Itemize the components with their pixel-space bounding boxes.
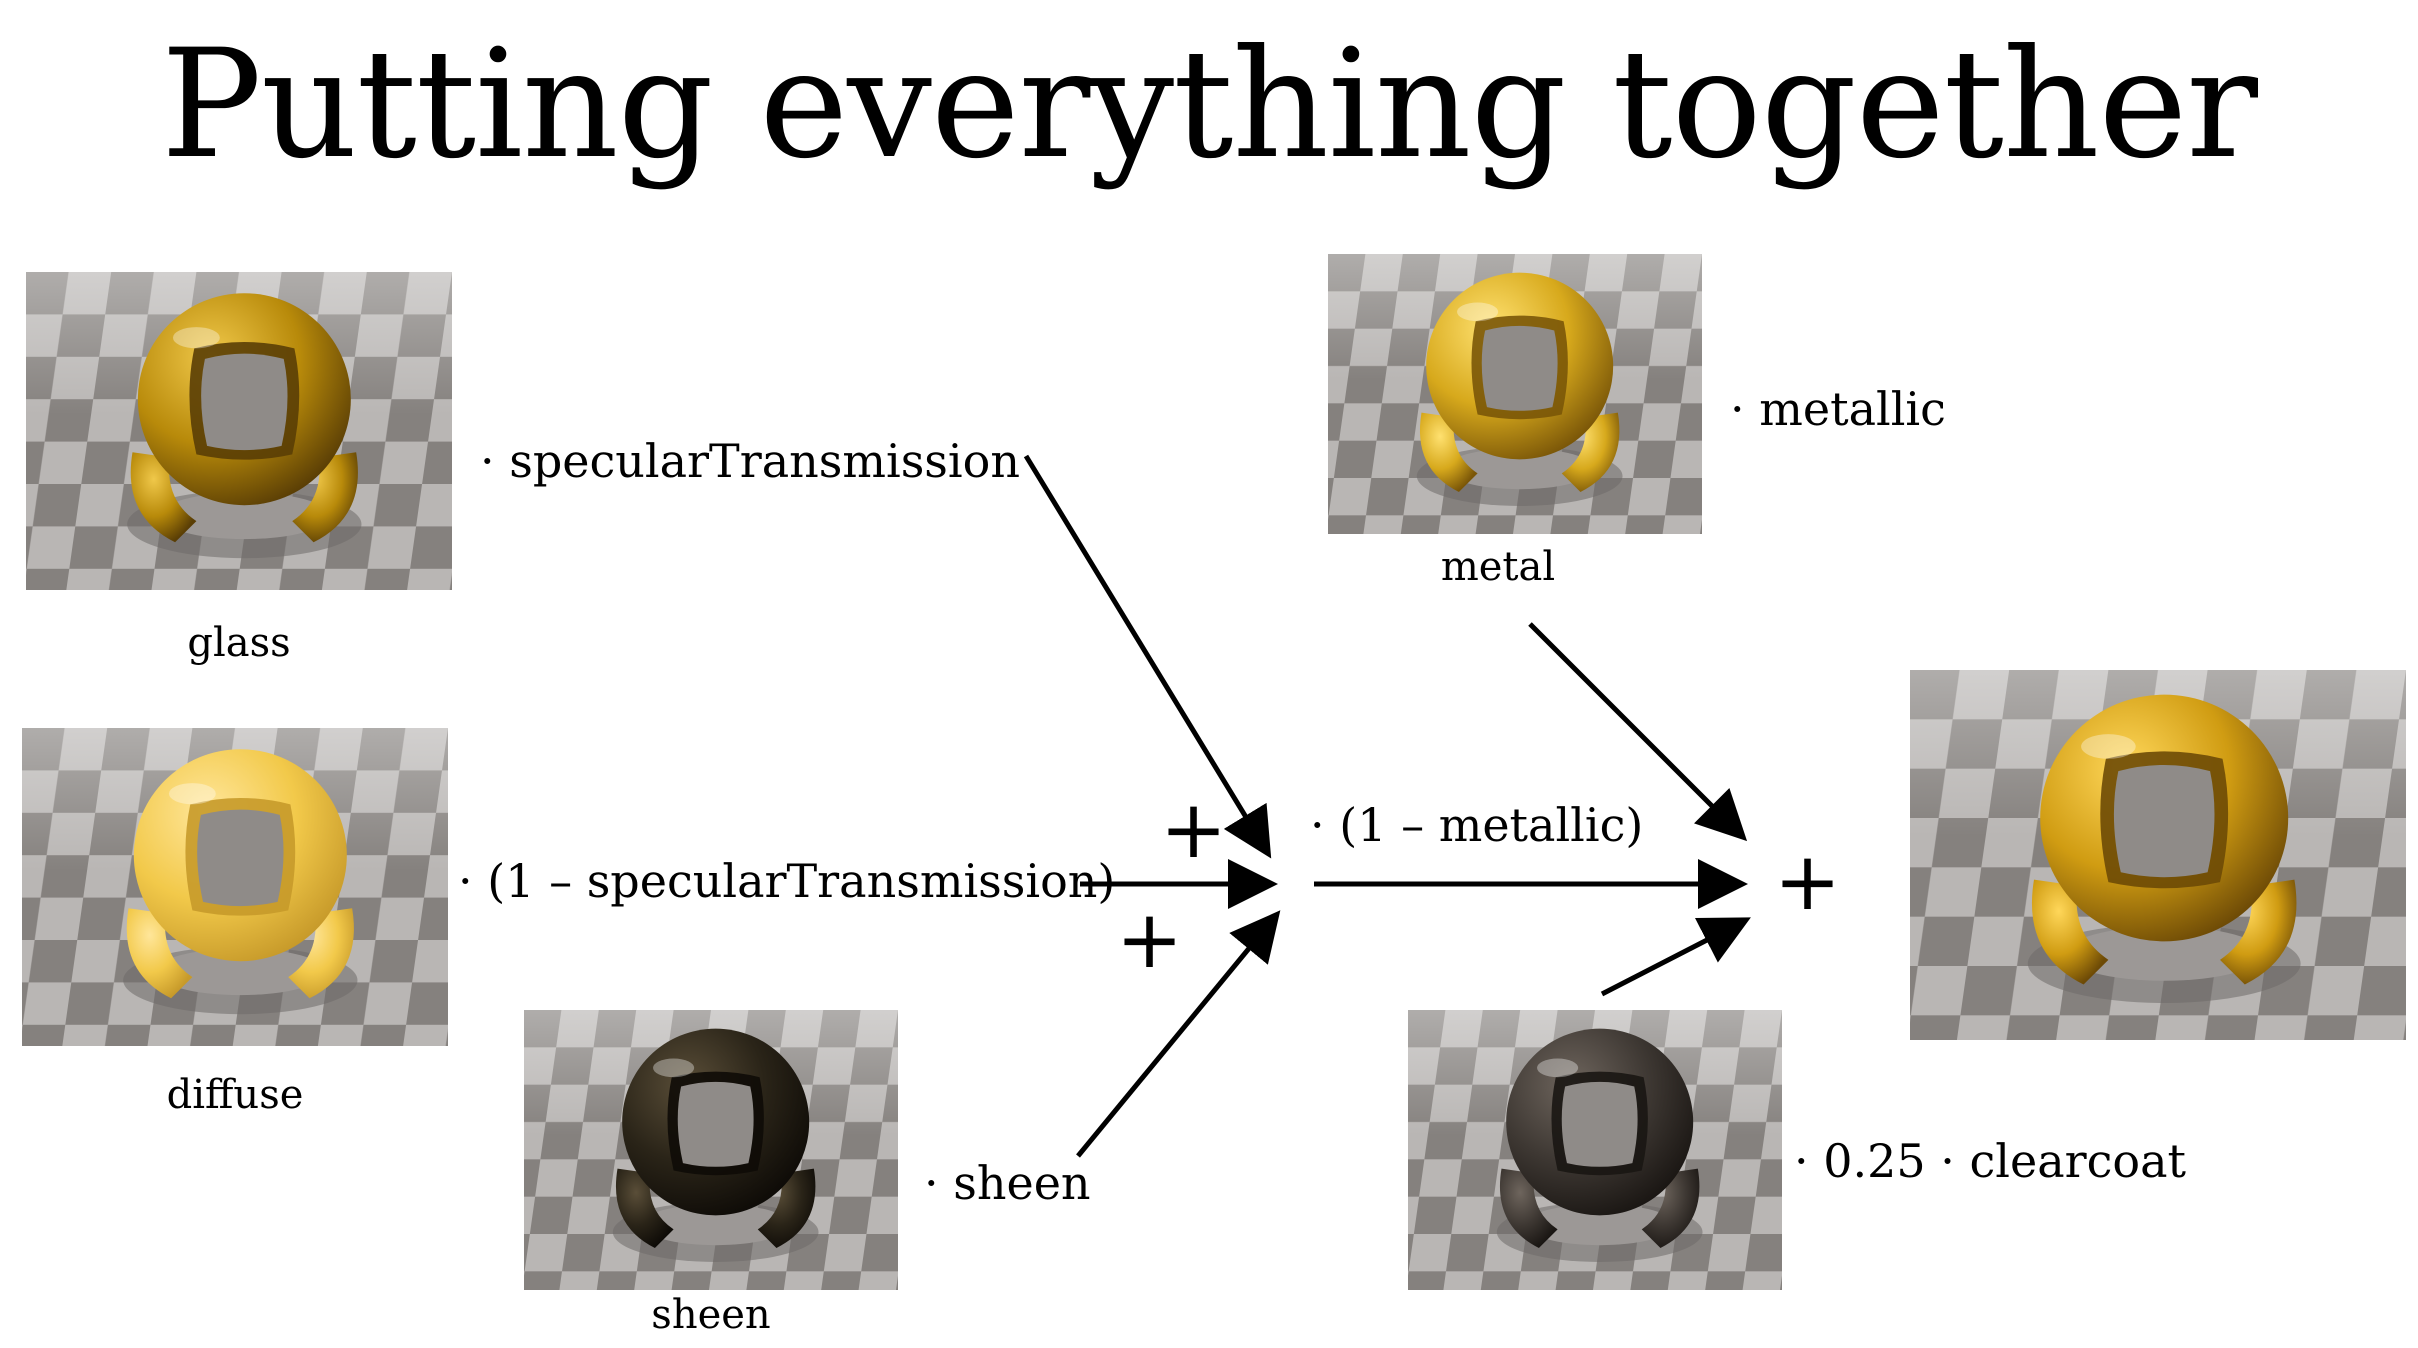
clearcoat-to-final-arrow — [1600, 917, 1751, 997]
sheen-term: · sheen — [924, 1156, 1091, 1210]
clearcoat-render-image — [1408, 1010, 1782, 1290]
clearcoat-term: · 0.25 · clearcoat — [1794, 1134, 2187, 1188]
metal-caption: metal — [1440, 544, 1556, 590]
slide-title: Putting everything together — [161, 18, 2258, 192]
combined-result-render-image — [1910, 670, 2406, 1040]
plus-sign-bottom: + — [1116, 893, 1184, 986]
glass-to-sum-arrow — [1023, 454, 1272, 859]
one-minus-specular-transmission-term: · (1 – specularTransmission) — [458, 854, 1116, 908]
specular-transmission-term: · specularTransmission — [480, 434, 1020, 488]
diffuse-render-image — [22, 728, 448, 1046]
one-minus-metallic-term: · (1 – metallic) — [1310, 798, 1644, 852]
diffuse-caption: diffuse — [166, 1072, 304, 1118]
plus-sign-final: + — [1774, 835, 1842, 928]
glass-caption: glass — [187, 620, 291, 666]
glass-render-image — [26, 272, 452, 590]
plus-sign-top: + — [1160, 783, 1228, 876]
metallic-term: · metallic — [1730, 382, 1946, 436]
sheen-render-image — [524, 1010, 898, 1290]
sheen-caption: sheen — [651, 1292, 771, 1338]
metal-render-image — [1328, 254, 1702, 534]
